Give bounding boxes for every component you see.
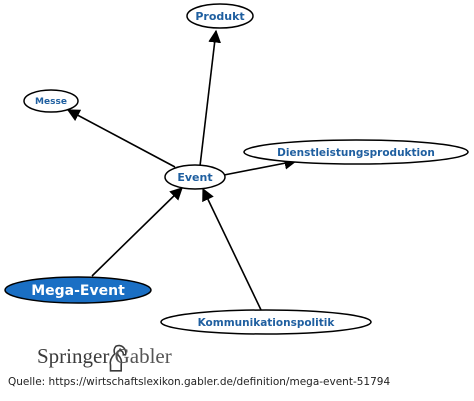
node-kommunikationspolitik-label: Kommunikationspolitik xyxy=(198,317,336,329)
node-messe-label: Messe xyxy=(35,97,67,107)
node-dienstleistungsproduktion: Dienstleistungsproduktion xyxy=(243,139,469,165)
edge-kommunikation-event xyxy=(202,187,263,313)
edge-mega-event-event xyxy=(91,187,183,277)
node-produkt: Produkt xyxy=(186,3,254,29)
brand-wordmark: Springer Gabler xyxy=(37,344,172,369)
springer-knight-logo-icon xyxy=(109,344,127,372)
node-messe: Messe xyxy=(23,89,79,113)
node-kommunikationspolitik: Kommunikationspolitik xyxy=(160,309,372,335)
node-dienstleistungsproduktion-label: Dienstleistungsproduktion xyxy=(277,147,435,159)
node-event: Event xyxy=(164,164,226,190)
edge-event-produkt xyxy=(199,29,221,167)
node-event-label: Event xyxy=(177,171,212,184)
node-produkt-label: Produkt xyxy=(195,10,244,23)
brand-springer: Springer xyxy=(37,344,110,368)
edge-event-messe xyxy=(66,109,176,168)
source-citation: Quelle: https://wirtschaftslexikon.gable… xyxy=(8,376,391,388)
edge-event-dienstleistung xyxy=(223,156,298,176)
node-mega-event-label: Mega-Event xyxy=(31,283,125,299)
node-mega-event: Mega-Event xyxy=(4,276,152,304)
brand-gabler: Gabler xyxy=(114,344,172,368)
